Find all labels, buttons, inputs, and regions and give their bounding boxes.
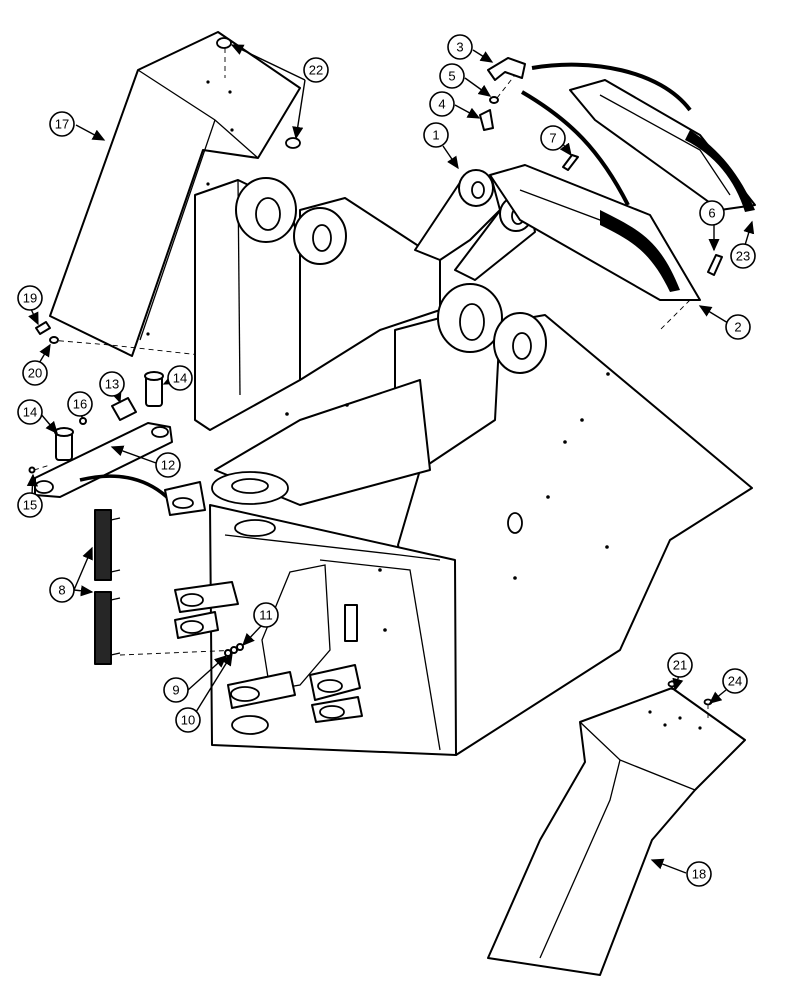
- svg-text:21: 21: [673, 658, 687, 673]
- callout-24: 24: [722, 668, 748, 694]
- callout-17: 17: [49, 111, 75, 137]
- callout-9: 9: [163, 677, 189, 703]
- washer-5: [489, 74, 516, 104]
- callout-6: 6: [699, 200, 725, 226]
- washer-20: [49, 336, 59, 344]
- mounting-ears: [164, 481, 363, 735]
- svg-text:8: 8: [58, 583, 65, 598]
- callout-2: 2: [725, 314, 751, 340]
- bolt-19: [35, 321, 51, 335]
- svg-text:23: 23: [736, 249, 750, 264]
- svg-text:13: 13: [105, 377, 119, 392]
- svg-text:11: 11: [259, 608, 273, 623]
- svg-text:9: 9: [172, 683, 179, 698]
- callout-22: 22: [303, 57, 329, 83]
- callout-19: 19: [17, 285, 43, 311]
- small-part-15: [28, 464, 51, 474]
- bolt-6: [707, 254, 723, 276]
- wear-strip-23: [569, 79, 756, 212]
- fitting-10: [230, 646, 238, 654]
- leader-lines: [26, 44, 755, 874]
- bolt-4: [479, 109, 494, 131]
- callout-5: 5: [439, 63, 465, 89]
- fitting-11: [236, 643, 244, 651]
- callout-3: 3: [447, 34, 473, 60]
- bolt-7: [562, 154, 579, 171]
- svg-text:14: 14: [173, 371, 187, 386]
- callout-23: 23: [730, 243, 756, 269]
- callout-11: 11: [253, 602, 279, 628]
- callout-14-right: 14: [167, 365, 193, 391]
- cover-panel-17: [49, 31, 301, 357]
- svg-text:6: 6: [708, 206, 715, 221]
- callout-1: 1: [423, 122, 449, 148]
- svg-text:5: 5: [448, 69, 455, 84]
- u-bolt-3: [487, 57, 526, 81]
- callout-15: 15: [17, 492, 43, 518]
- callout-13: 13: [99, 371, 125, 397]
- callout-7: 7: [540, 125, 566, 151]
- svg-text:16: 16: [73, 397, 87, 412]
- svg-text:20: 20: [28, 366, 42, 381]
- clip-13: [111, 397, 137, 421]
- svg-text:15: 15: [23, 498, 37, 513]
- svg-text:19: 19: [23, 291, 37, 306]
- cover-panel-18: [487, 680, 746, 976]
- svg-text:1: 1: [432, 128, 439, 143]
- svg-text:17: 17: [55, 117, 69, 132]
- link-12: [34, 422, 173, 502]
- callout-18: 18: [686, 861, 712, 887]
- pivot-towers: [235, 177, 547, 374]
- svg-text:3: 3: [456, 40, 463, 55]
- small-part-16: [79, 417, 87, 425]
- svg-text:22: 22: [309, 63, 323, 78]
- svg-text:4: 4: [438, 97, 445, 112]
- svg-text:2: 2: [734, 320, 741, 335]
- callout-4: 4: [429, 91, 455, 117]
- fitting-9: [224, 649, 232, 657]
- svg-text:18: 18: [692, 867, 706, 882]
- pin-14-left: [54, 427, 74, 461]
- svg-text:14: 14: [23, 405, 37, 420]
- callout-21: 21: [667, 652, 693, 678]
- callout-16: 16: [67, 391, 93, 417]
- svg-text:10: 10: [181, 713, 195, 728]
- callout-8: 8: [49, 577, 75, 603]
- curve-line-2: [520, 90, 630, 206]
- curve-line-23: [531, 62, 692, 112]
- callout-12: 12: [155, 452, 181, 478]
- wear-strip-2: [489, 164, 701, 331]
- shim-pack-8-upper: [94, 509, 121, 581]
- pin-14-right: [144, 371, 164, 407]
- callout-10: 10: [175, 707, 201, 733]
- svg-text:24: 24: [728, 674, 742, 689]
- svg-text:7: 7: [549, 131, 556, 146]
- svg-text:12: 12: [161, 458, 175, 473]
- callout-20: 20: [22, 360, 48, 386]
- shim-pack-8-lower: [94, 591, 241, 665]
- callout-14-left: 14: [17, 399, 43, 425]
